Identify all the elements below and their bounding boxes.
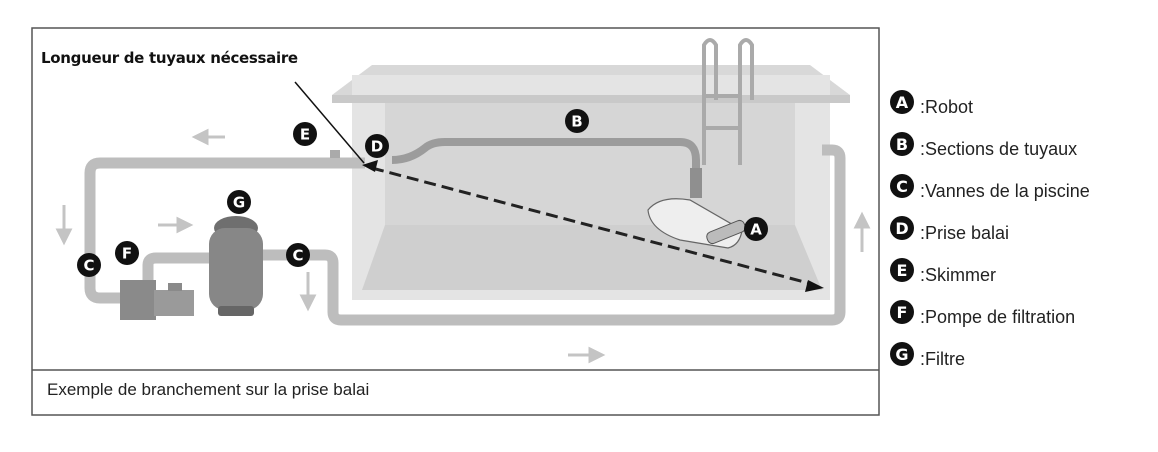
circuit-pipes: [84, 144, 846, 326]
marker-d: D: [365, 134, 389, 158]
required-length-dashed-line: [371, 166, 813, 286]
pool-ladder: [702, 38, 754, 165]
marker-badge: F: [890, 300, 914, 324]
svg-text:A: A: [750, 221, 762, 239]
legend-separator: :: [920, 180, 926, 201]
marker-badge: E: [890, 258, 914, 282]
legend: A: Robot B: Sections de tuyaux C: Vannes…: [890, 86, 1090, 380]
legend-item: E: Skimmer: [890, 254, 1090, 296]
marker-c-right: C: [286, 243, 310, 267]
legend-label: Pompe de filtration: [925, 306, 1076, 327]
marker-badge: A: [890, 90, 914, 114]
svg-text:F: F: [122, 245, 132, 263]
pool: [332, 65, 850, 300]
marker-b: B: [565, 109, 589, 133]
diagram-caption: Exemple de branchement sur la prise bala…: [47, 380, 370, 399]
flow-arrows: [55, 128, 871, 364]
hose-end: [690, 168, 702, 198]
legend-item: D: Prise balai: [890, 212, 1090, 254]
svg-text:C: C: [83, 257, 94, 275]
skimmer-connector: [330, 150, 340, 158]
legend-item: F: Pompe de filtration: [890, 296, 1090, 338]
svg-text:G: G: [233, 194, 245, 212]
legend-separator: :: [920, 264, 926, 285]
marker-e: E: [293, 122, 317, 146]
title-pointer-line: [294, 81, 365, 164]
arrowhead-d: [362, 160, 378, 172]
marker-a: A: [744, 217, 768, 241]
svg-text:C: C: [292, 247, 303, 265]
diagram-title: Longueur de tuyaux nécessaire: [41, 49, 298, 67]
svg-text:E: E: [300, 126, 310, 144]
legend-separator: :: [920, 96, 926, 117]
marker-f: F: [115, 241, 139, 265]
sand-filter: [209, 216, 263, 316]
legend-separator: :: [920, 138, 926, 159]
legend-separator: :: [920, 306, 926, 327]
marker-g: G: [227, 190, 251, 214]
marker-badge: G: [890, 342, 914, 366]
legend-item: G: Filtre: [890, 338, 1090, 380]
marker-badge: D: [890, 216, 914, 240]
legend-item: C: Vannes de la piscine: [890, 170, 1090, 212]
legend-label: Skimmer: [925, 264, 997, 285]
marker-badge: C: [890, 174, 914, 198]
svg-text:D: D: [371, 138, 383, 156]
legend-label: Sections de tuyaux: [925, 138, 1078, 159]
marker-c-left: C: [77, 253, 101, 277]
legend-item: A: Robot: [890, 86, 1090, 128]
arrowhead-a: [805, 280, 824, 292]
legend-item: B: Sections de tuyaux: [890, 128, 1090, 170]
legend-separator: :: [920, 222, 926, 243]
legend-label: Filtre: [925, 348, 966, 369]
legend-separator: :: [920, 348, 926, 369]
svg-text:B: B: [571, 113, 582, 131]
filtration-pump: [120, 280, 194, 320]
diagram-markers: E D B G F C C A: [77, 109, 768, 277]
legend-label: Prise balai: [925, 222, 1010, 243]
legend-label: Vannes de la piscine: [925, 180, 1090, 201]
hose-sections: [391, 138, 700, 185]
robot: [647, 198, 746, 249]
marker-badge: B: [890, 132, 914, 156]
legend-label: Robot: [925, 96, 974, 117]
